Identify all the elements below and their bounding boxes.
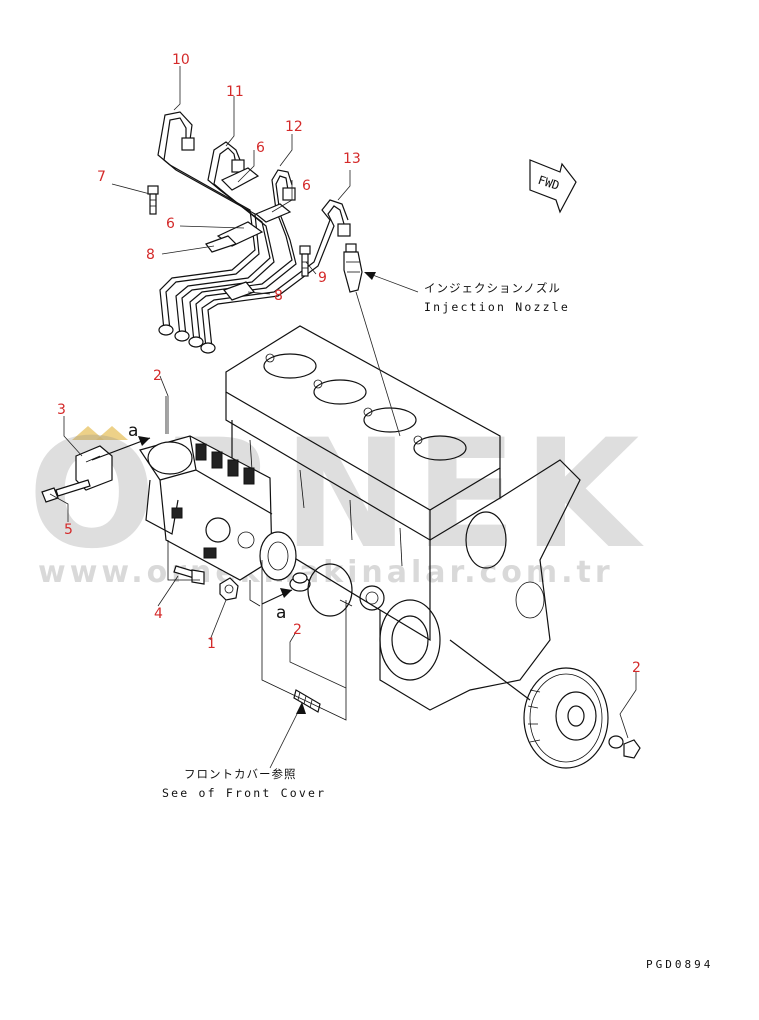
bracket-icon	[75, 445, 113, 491]
callout-1: 1	[207, 636, 216, 652]
bolt-icon	[173, 565, 205, 585]
engine-block	[225, 325, 581, 711]
washer-icon	[292, 572, 308, 584]
callout-8-b: 8	[274, 288, 283, 304]
fwd-label: FWD	[536, 173, 561, 193]
callout-6-b: 6	[302, 178, 311, 194]
leader-lines	[49, 66, 637, 769]
bolt-icon	[299, 245, 311, 277]
injection-nozzle-label-en: Injection Nozzle	[424, 300, 570, 314]
callout-6-a: 6	[256, 140, 265, 156]
bolt-icon	[41, 479, 91, 503]
front-cover-outline	[261, 560, 353, 721]
callouts: 10 11 12 13 7 6 6 6 8 8 9 2 3 5 4 1 2 2	[57, 52, 641, 676]
injection-pump	[139, 435, 273, 581]
callout-7: 7	[97, 169, 106, 185]
front-cover-label-en: See of Front Cover	[162, 786, 326, 800]
bolt-icon	[147, 185, 159, 215]
callout-2-b: 2	[293, 622, 302, 638]
callout-11: 11	[226, 84, 244, 100]
injection-nozzle-label-ja: インジェクションノズル	[424, 281, 561, 295]
front-cover-label-ja: フロントカバー参照	[184, 767, 297, 781]
callout-13: 13	[343, 151, 361, 167]
view-a-bottom-label: a	[276, 603, 286, 623]
watermark-accent-icon	[72, 426, 104, 440]
callout-2-c: 2	[632, 660, 641, 676]
callout-10: 10	[172, 52, 190, 68]
crank-pulley	[449, 639, 641, 769]
callout-3: 3	[57, 402, 66, 418]
watermark: ORNEK www.ornekmakinalar.com.tr	[28, 408, 645, 590]
callout-6-c: 6	[166, 216, 175, 232]
drawing-number: PGD0894	[646, 958, 713, 971]
injection-nozzle-icon	[343, 243, 363, 293]
callout-8-a: 8	[146, 247, 155, 263]
fwd-arrow-icon: FWD	[529, 159, 577, 214]
callout-4: 4	[154, 606, 163, 622]
callout-9: 9	[318, 270, 327, 286]
watermark-brand: ORNEK	[28, 408, 645, 582]
watermark-url: www.ornekmakinalar.com.tr	[38, 555, 614, 590]
callout-5: 5	[64, 522, 73, 538]
nut-icon	[219, 577, 239, 601]
view-a-markers: a a	[91, 421, 293, 623]
view-a-top-label: a	[128, 421, 138, 441]
clamps	[147, 167, 311, 301]
callout-2-a: 2	[153, 368, 162, 384]
annotations: インジェクションノズル Injection Nozzle フロントカバー参照 S…	[162, 281, 570, 800]
injection-pipes	[157, 111, 351, 354]
callout-12: 12	[285, 119, 303, 135]
